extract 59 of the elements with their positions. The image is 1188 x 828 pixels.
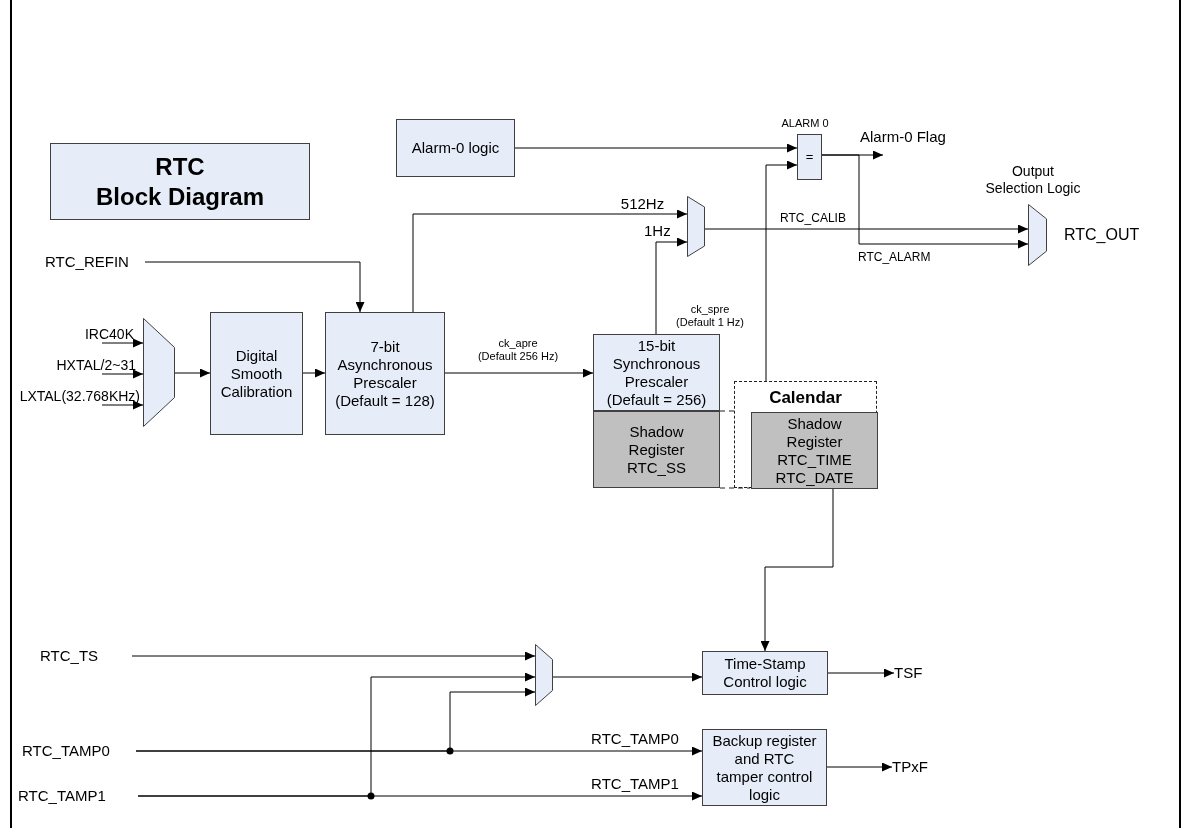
signal-label: IRC40K	[70, 325, 134, 343]
shadow-register-box	[751, 412, 878, 489]
box-label: Time-Stamp Control logic	[722, 655, 808, 691]
block-heading: Output Selection Logic	[984, 163, 1082, 197]
block-heading: ALARM 0	[780, 116, 830, 130]
box-label: Shadow Register RTC_SS	[626, 422, 687, 477]
output-signal-label: RTC_OUT	[1064, 225, 1141, 244]
title-text: RTC	[155, 151, 205, 182]
signal-label: HXTAL/2~31	[40, 356, 136, 374]
arrow-connector	[412, 209, 688, 313]
arrow-connector	[760, 487, 834, 652]
shadow-register-box	[593, 411, 720, 488]
signal-label: RTC_REFIN	[45, 253, 145, 271]
box-label: Digital Smooth Calibration	[219, 346, 294, 401]
process-box	[210, 312, 303, 435]
signal-label: LXTAL(32.768KHz)	[12, 387, 140, 405]
process-box	[396, 119, 515, 177]
arrow-connector	[444, 368, 594, 378]
box-label: Backup register and RTC tamper control logic	[711, 731, 818, 804]
comparator-box: =	[797, 134, 822, 180]
signal-label: RTC_TAMP0	[22, 742, 136, 760]
arrow-connector	[101, 338, 144, 348]
box-label: 7-bit Asynchronous Prescaler (Default = 128)	[334, 337, 436, 410]
process-box	[325, 312, 445, 435]
process-box	[593, 334, 720, 411]
arrow-connector	[302, 368, 326, 378]
multiplexer-symbol	[687, 196, 705, 257]
box-label: 15-bit Synchronous Prescaler (Default = 256)	[605, 336, 708, 409]
arrow-connector	[144, 261, 365, 313]
group-heading: Calendar	[769, 388, 842, 408]
arrow-connector	[514, 143, 798, 153]
title-box	[50, 143, 310, 220]
signal-label: TPxF	[892, 758, 940, 776]
signal-label: Alarm-0 Flag	[860, 128, 962, 155]
calendar-group-outline	[734, 381, 877, 488]
multiplexer-symbol	[143, 318, 175, 427]
edge-label: RTC_CALIB	[778, 212, 848, 226]
multiplexer-symbol	[535, 644, 553, 706]
arrow-connector	[137, 791, 703, 801]
signal-label: RTC_TAMP1	[18, 787, 138, 805]
process-box	[702, 729, 827, 806]
signal-label: RTC_TS	[40, 647, 132, 665]
arrow-connector	[101, 400, 144, 410]
arrow-connector	[552, 672, 703, 682]
arrow-connector	[655, 237, 688, 335]
arrow-connector	[765, 160, 798, 382]
arrow-connector	[131, 651, 536, 661]
arrow-connector	[135, 746, 703, 756]
arrow-connector	[826, 762, 893, 772]
signal-label: TSF	[894, 664, 934, 682]
box-label: Alarm-0 logic	[410, 139, 501, 157]
arrow-connector	[821, 154, 1029, 249]
arrow-connector	[704, 224, 1029, 234]
arrow-connector	[101, 369, 144, 379]
arrow-connector	[827, 668, 895, 678]
arrow-connector	[174, 368, 211, 378]
box-label: Shadow Register RTC_TIME RTC_DATE	[774, 414, 855, 487]
title-text: Block Diagram	[95, 181, 265, 212]
process-box	[702, 651, 828, 695]
